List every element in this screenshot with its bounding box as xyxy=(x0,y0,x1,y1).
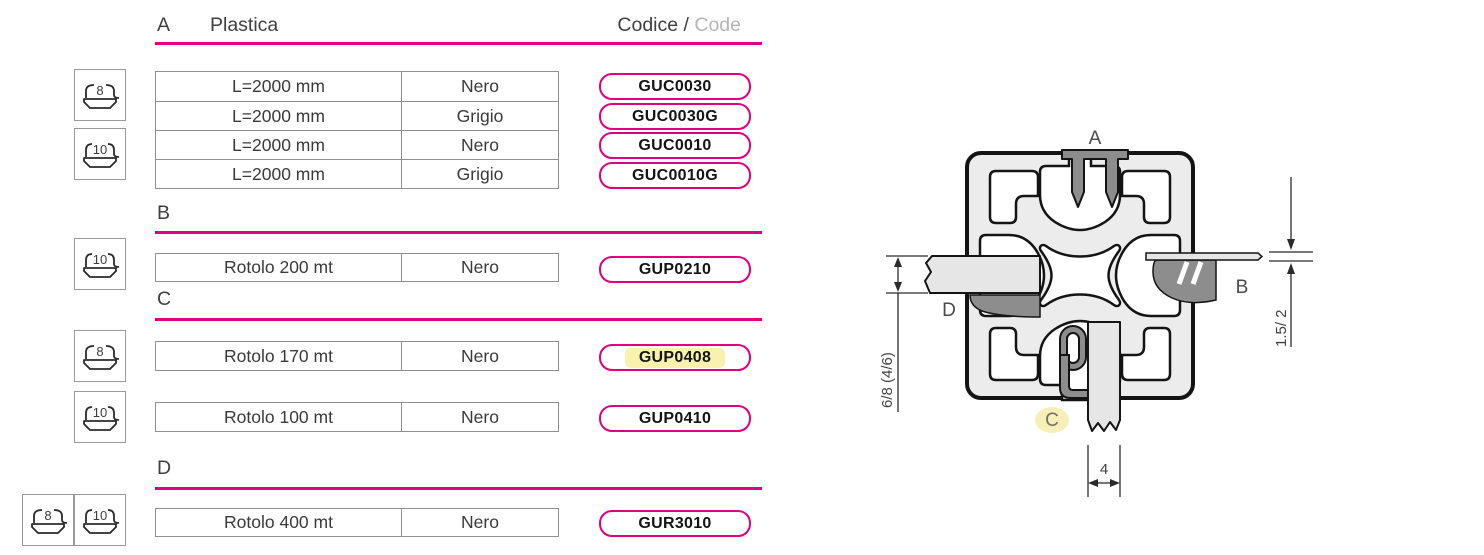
table-section-b: Rotolo 200 mt Nero xyxy=(155,253,559,282)
dimension-right xyxy=(1269,177,1313,347)
svg-text:10: 10 xyxy=(93,508,107,523)
svg-text:8: 8 xyxy=(96,83,103,98)
table-cell-size: Rotolo 200 mt xyxy=(224,257,333,277)
table-cell-size: Rotolo 100 mt xyxy=(224,406,333,427)
slot-profile-10-icon: 10 xyxy=(83,405,120,431)
dimension-left xyxy=(886,255,928,412)
code-text: GUP0410 xyxy=(638,409,712,427)
section-letter-b: B xyxy=(157,202,171,224)
table-section-a: L=2000 mm Nero L=2000 mm Grigio L=2000 m… xyxy=(155,71,559,189)
code-label-it: Codice / xyxy=(617,14,689,36)
table-cell-size: Rotolo 400 mt xyxy=(224,512,333,532)
code-badge: GUC0030 xyxy=(599,73,751,100)
code-label-en: Code xyxy=(694,14,741,36)
slot-profile-8-icon: 8 xyxy=(83,344,120,370)
table-cell-size: L=2000 mm xyxy=(232,76,325,96)
code-text: GUC0030 xyxy=(638,77,712,95)
diagram-label-d: D xyxy=(942,300,956,321)
diagram-label-a: A xyxy=(1089,128,1102,149)
slot-profile-10-icon: 10 xyxy=(83,508,120,534)
cover-profile-a xyxy=(1061,149,1129,208)
dimension-left-label: 6/8 (4/6) xyxy=(879,352,896,408)
code-badge: GUC0030G xyxy=(599,103,751,130)
table-cell-finish: Nero xyxy=(401,342,558,370)
svg-text:10: 10 xyxy=(93,252,107,267)
icon-slot-10: 10 xyxy=(74,128,126,180)
code-text: GUP0210 xyxy=(638,260,712,278)
table-cell-finish: Nero xyxy=(401,254,558,281)
code-text: GUC0030G xyxy=(632,107,718,125)
code-text: GUR3010 xyxy=(638,514,712,532)
section-letter-c: C xyxy=(157,288,172,310)
table-cell-finish: Grigio xyxy=(401,101,558,130)
dimension-bottom-label: 4 xyxy=(1100,461,1108,478)
page-title: Plastica xyxy=(210,14,279,36)
icon-slot-8: 8 xyxy=(22,494,74,546)
svg-text:10: 10 xyxy=(93,405,107,420)
section-letter-a: A xyxy=(157,14,171,36)
section-rule-d xyxy=(155,487,762,490)
code-badge-highlighted: GUP0408 xyxy=(599,344,751,371)
label-c-highlight xyxy=(1035,407,1069,433)
icon-slot-10: 10 xyxy=(74,238,126,290)
code-badge: GUP0410 xyxy=(599,405,751,432)
icon-slot-10: 10 xyxy=(74,494,126,546)
code-badge: GUP0210 xyxy=(599,256,751,283)
table-cell-finish: Nero xyxy=(401,509,558,536)
code-text: GUC0010 xyxy=(638,136,712,154)
icon-slot-8: 8 xyxy=(74,330,126,382)
dimension-bottom xyxy=(1087,445,1121,497)
section-rule-c xyxy=(155,318,762,321)
panel-d xyxy=(924,255,1041,318)
table-section-c-row1: Rotolo 170 mt Nero xyxy=(155,341,559,371)
table-cell-size: L=2000 mm xyxy=(156,130,401,159)
code-badge: GUR3010 xyxy=(599,510,751,537)
svg-text:8: 8 xyxy=(44,508,51,523)
diagram-label-c: C xyxy=(1045,410,1059,431)
code-text: GUC0010G xyxy=(632,166,718,184)
panel-c xyxy=(1059,321,1121,432)
table-cell-finish: Nero xyxy=(401,72,558,101)
svg-text:10: 10 xyxy=(93,142,107,157)
icon-slot-10: 10 xyxy=(74,391,126,443)
slot-profile-8-icon: 8 xyxy=(83,83,120,109)
diagram-label-b: B xyxy=(1236,277,1249,298)
table-cell-finish: Nero xyxy=(401,130,558,159)
slot-profile-8-icon: 8 xyxy=(31,508,68,534)
table-section-c-row2: Rotolo 100 mt Nero xyxy=(155,402,559,432)
svg-text:8: 8 xyxy=(96,344,103,359)
highlighted-code-text: GUP0408 xyxy=(624,347,726,368)
table-section-d: Rotolo 400 mt Nero xyxy=(155,508,559,537)
table-cell-finish: Grigio xyxy=(401,159,558,188)
code-column-header: Codice / Code xyxy=(555,14,741,37)
section-rule-a xyxy=(155,42,762,45)
section-letter-d: D xyxy=(157,457,172,479)
table-cell-size: L=2000 mm xyxy=(156,159,401,188)
table-cell-size: Rotolo 170 mt xyxy=(224,345,333,366)
slot-profile-10-icon: 10 xyxy=(83,252,120,278)
code-badge: GUC0010 xyxy=(599,132,751,159)
table-cell-finish: Nero xyxy=(401,403,558,431)
profile-cross-section-diagram: 1.5/ 2 6/8 (4/6) 4 A B D C xyxy=(879,128,1313,497)
slot-profile-10-icon: 10 xyxy=(83,142,120,168)
code-badge: GUC0010G xyxy=(599,162,751,189)
panel-b xyxy=(1145,252,1264,304)
section-rule-b xyxy=(155,231,762,234)
icon-slot-8: 8 xyxy=(74,69,126,121)
dimension-right-label: 1.5/ 2 xyxy=(1273,309,1290,347)
table-cell-size: L=2000 mm xyxy=(156,101,401,130)
